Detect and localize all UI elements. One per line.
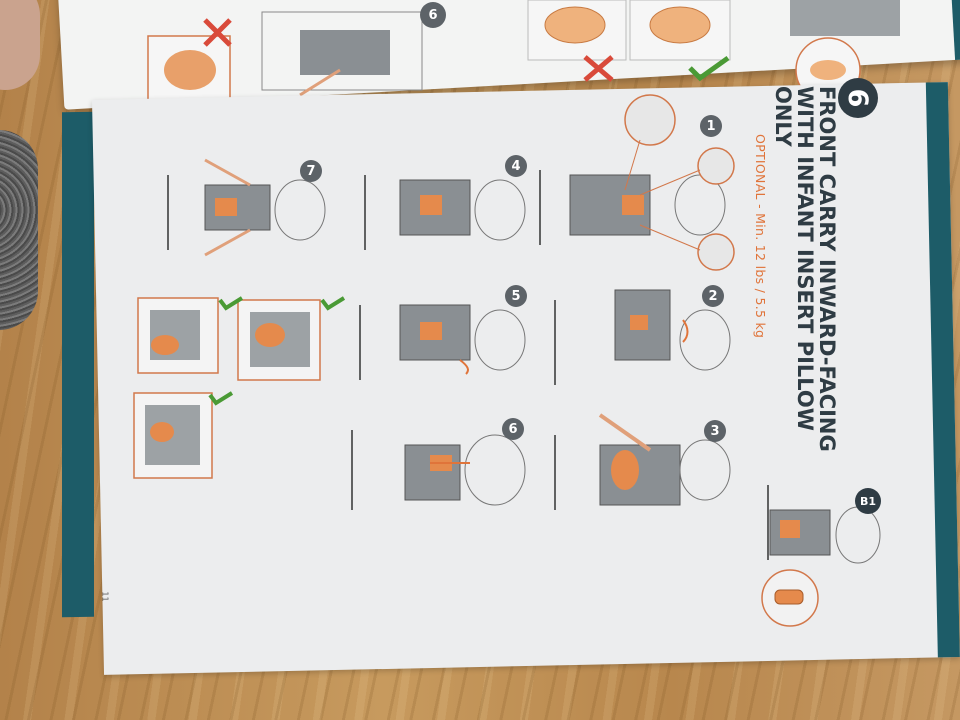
step-1-figure: [539, 94, 735, 271]
page-number: 11: [100, 591, 110, 602]
step-4-figure: [364, 175, 526, 250]
step-badge: 5: [505, 285, 527, 307]
arrow-icon: [459, 359, 469, 375]
step-badge: 4: [505, 155, 527, 177]
step-badge: 7: [300, 160, 322, 182]
sock: [0, 130, 38, 330]
step-2-figure: [554, 289, 731, 385]
step-6-figure: [351, 430, 526, 510]
pillow-figure: [810, 60, 846, 80]
check-icon: [320, 296, 346, 311]
closeup-circle: [697, 233, 735, 271]
step-7-figure: [167, 158, 326, 257]
check-icon: [208, 391, 234, 406]
arrow-icon: [299, 68, 341, 97]
carrier-diagram: [261, 11, 423, 91]
check-icon: [218, 296, 244, 311]
insert-badge: B1: [855, 488, 881, 514]
step-badge: 3: [704, 420, 726, 442]
insert-pillow-figure: [761, 485, 881, 627]
previous-page-illustrations: [147, 0, 900, 107]
arrow-icon: [682, 319, 689, 343]
carrier-shape: [300, 30, 390, 75]
arrow-icon: [204, 228, 251, 257]
arrow-icon: [598, 413, 652, 452]
hand: [0, 0, 40, 90]
baby-figure: [164, 50, 216, 90]
step-badge: 6: [502, 418, 524, 440]
cross-icon: [583, 55, 614, 82]
step-badge: 1: [700, 115, 722, 137]
step-3-figure: [554, 413, 731, 510]
carrier-shape: [790, 0, 900, 36]
step-badge: 2: [702, 285, 724, 307]
check-icon: [688, 55, 730, 82]
step-5-figure: [359, 304, 526, 380]
correct-position-examples: [133, 296, 346, 479]
previous-step-badge: 6: [420, 2, 446, 28]
arrow-icon: [204, 158, 251, 187]
wrong-position-box: [147, 35, 231, 107]
pillow-figure: [649, 6, 711, 44]
closeup-circle: [697, 147, 735, 185]
cross-icon: [203, 18, 232, 47]
pillow-figure: [544, 6, 606, 44]
closeup-circle: [624, 94, 676, 146]
